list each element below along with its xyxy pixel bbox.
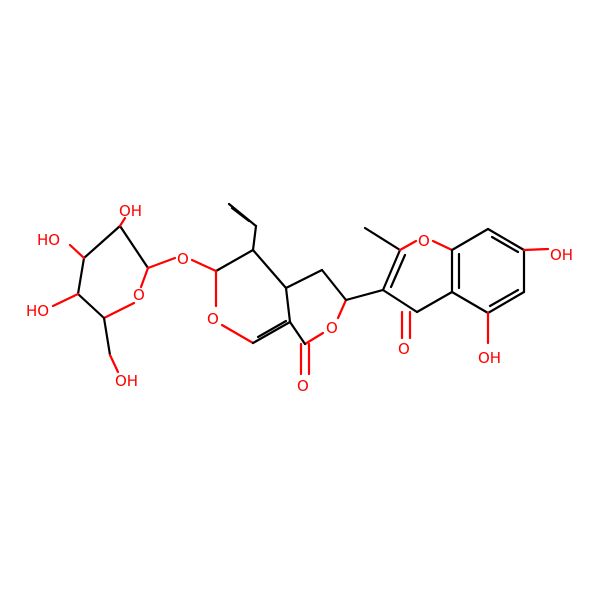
- bond-sugar-4: [76, 292, 106, 320]
- bond-pyran-5: [284, 286, 292, 324]
- bond-vinyl-2b: [230, 206, 251, 223]
- bond-lactone-5: [288, 320, 307, 346]
- bond-sugar-ch2-oh: [108, 353, 120, 374]
- bond-benzo-5: [450, 290, 490, 315]
- bond-sugar-5: [102, 301, 136, 320]
- atom-label-o-lactone-carbonyl: O: [297, 377, 309, 395]
- bond-lactone-4: [303, 331, 325, 346]
- bond-benzo-4: [486, 290, 526, 315]
- bond-benzo-4b: [488, 288, 520, 308]
- atom-label-o-glycosidic: O: [177, 250, 189, 268]
- bond-chromone-c2-o1: [398, 239, 418, 252]
- bond-pyran-4-double-a: [251, 320, 292, 345]
- bond-benzo-2b: [490, 235, 520, 254]
- bond-chromone-c2c3-a: [381, 248, 402, 292]
- bond-pyran-6: [251, 248, 288, 290]
- bond-sugar-2: [82, 224, 122, 260]
- bond-lactone-chromone: [344, 288, 385, 302]
- bonds: [51, 202, 550, 376]
- bond-benzo-2: [486, 227, 526, 252]
- bond-lactone-1: [284, 268, 324, 290]
- atom-label-oh-chromone-7: OH: [550, 246, 573, 264]
- atom-label-o-lactone-ring: O: [326, 319, 338, 337]
- bond-chromone-c4-c4a: [415, 290, 454, 314]
- bond-pyran-1: [214, 248, 255, 273]
- bond-sugar-ch2: [102, 316, 112, 357]
- bond-lactone-2: [320, 268, 348, 302]
- atom-label-ho-sugar-mid: HO: [26, 302, 49, 320]
- bond-benzo-oh7: [522, 247, 550, 252]
- bond-sugar-oh-mid: [51, 292, 80, 308]
- bond-chromone-methyl: [363, 226, 402, 252]
- bond-glycosidic-2: [190, 258, 218, 273]
- bond-vinyl-1: [251, 224, 258, 252]
- atom-label-o-pyran-ring: O: [207, 310, 219, 328]
- bond-pyran-3: [220, 323, 255, 345]
- atom-label-ho-sugar-left: HO: [37, 231, 60, 249]
- bond-chromone-c3-c4: [381, 288, 419, 314]
- bond-sugar-oh-top: [118, 216, 127, 228]
- atom-label-o-sugar-ring: O: [133, 286, 145, 304]
- atom-label-o-chromone-ring: O: [418, 232, 430, 250]
- atom-label-oh-sugar-ch2: OH: [115, 372, 138, 390]
- bond-sugar-1: [118, 224, 150, 270]
- bond-chromone-c2c3-b: [389, 253, 407, 289]
- atom-label-oh-chromone-5: OH: [478, 349, 501, 367]
- bond-sugar-oh-left: [68, 243, 86, 260]
- bond-sugar-3: [76, 256, 86, 296]
- bond-pyran-4-double-b: [256, 319, 288, 339]
- bond-glycosidic-1: [146, 256, 177, 270]
- bond-sugar-6: [139, 266, 150, 289]
- bond-benzo-1: [450, 227, 490, 252]
- atom-label-ho-sugar-top: OH: [119, 202, 142, 220]
- atom-labels: OH HO HO OH O O O O O O O OH OH: [26, 202, 573, 395]
- bond-chromone-o1-c8a: [431, 239, 454, 252]
- atom-label-o-chromone-carbonyl: O: [398, 340, 410, 358]
- bond-lactone-3: [336, 298, 348, 320]
